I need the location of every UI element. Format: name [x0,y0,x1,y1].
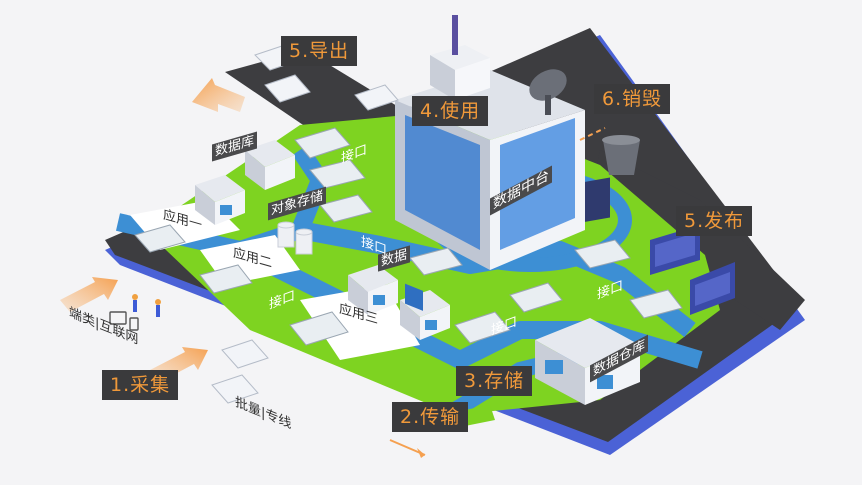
device-icons [109,311,139,331]
bridges [134,127,683,346]
satellite-dish [529,69,567,115]
export-arrow [192,78,245,112]
collect-arrow-1 [60,277,118,312]
step-store: 3.存储 [456,366,533,396]
step-use: 4.使用 [412,96,489,126]
database-house [245,140,295,190]
object-storage-cylinders [277,221,313,255]
trash-bin [602,135,640,175]
people [132,294,161,317]
data-middle-platform-tower [395,15,585,311]
step-export: 5.导出 [281,36,358,66]
destroy-dash [579,127,606,141]
publish-billboards [650,225,735,315]
small-house-left [195,175,245,225]
data-house [348,265,398,315]
step-destroy: 6.销毁 [594,84,671,114]
step-publish: 5.发布 [676,206,753,236]
step-transmit: 2.传输 [392,402,469,432]
step-collect: 1.采集 [102,370,179,400]
